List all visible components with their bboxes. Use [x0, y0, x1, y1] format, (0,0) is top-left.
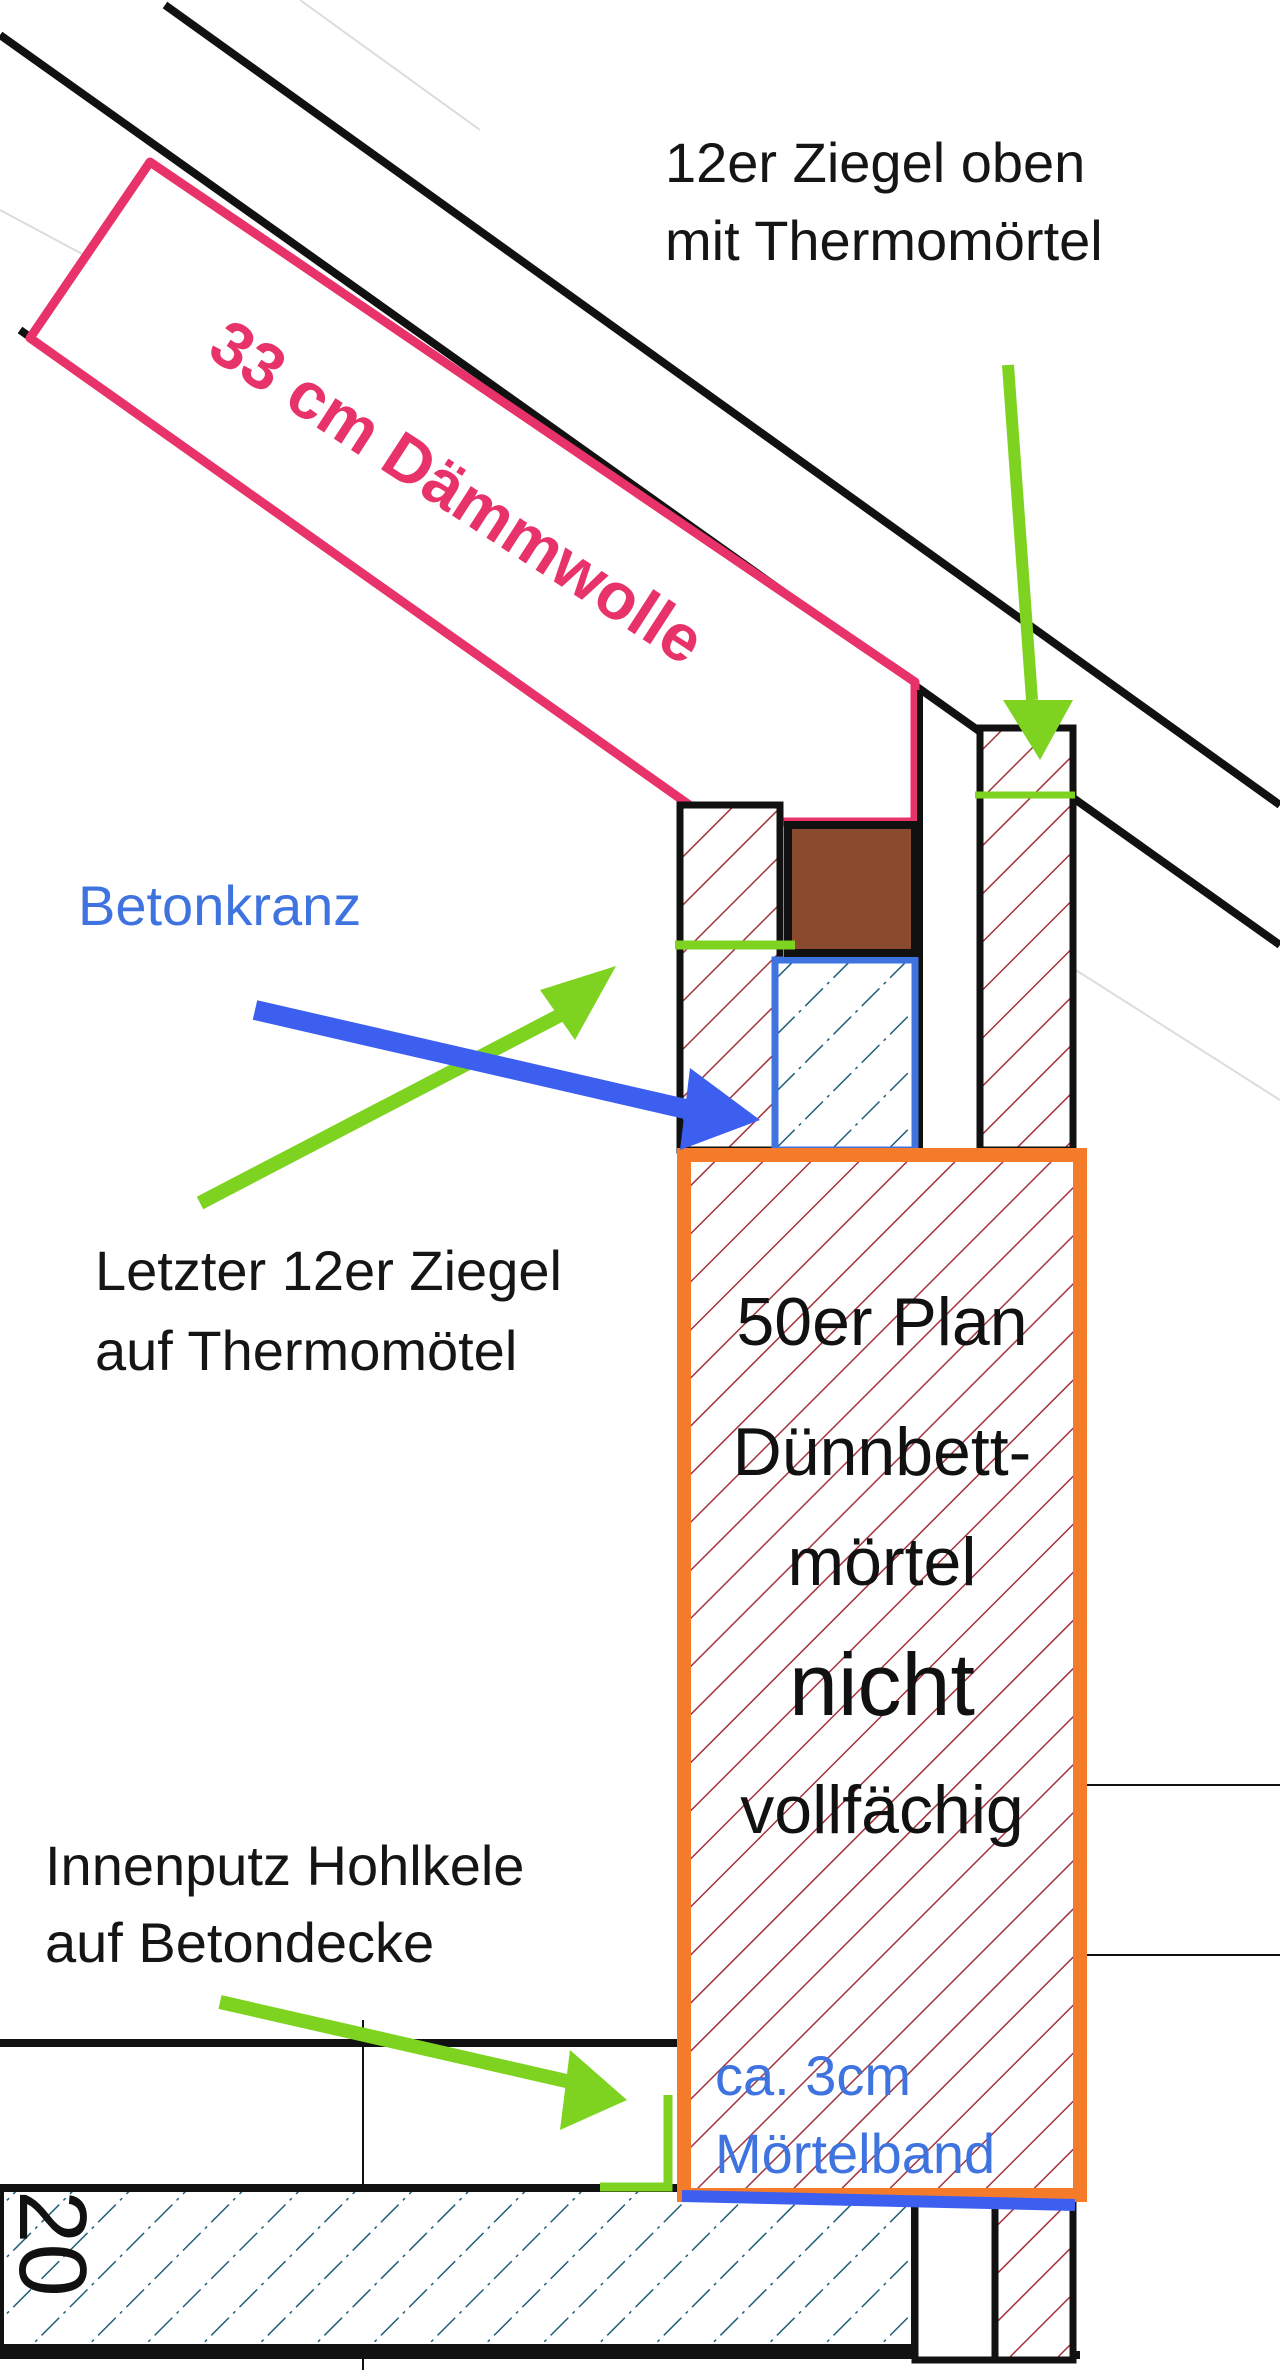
- lower-gap: [911, 2186, 999, 2364]
- plan-label-line2: Dünnbett-: [733, 1414, 1032, 1490]
- concrete-ring-label: Betonkranz: [78, 874, 361, 937]
- plan-label-line5: vollfächig: [740, 1772, 1024, 1848]
- arrow-concrete-ring: [252, 1000, 760, 1150]
- plaster-cove-mark: [600, 2095, 673, 2192]
- plaster-label-line2: auf Betondecke: [45, 1911, 434, 1974]
- concrete-ring: [771, 956, 919, 1154]
- plan-label-line4: nicht: [789, 1635, 975, 1734]
- arrow-last-brick: [196, 966, 616, 1210]
- arrow-top-brick: [1002, 364, 1073, 760]
- slab-thickness-mark: 20: [0, 2190, 106, 2297]
- concrete-slab: [0, 2184, 919, 2352]
- lower-outer-brick: [991, 2186, 1077, 2364]
- top-brick-label-line1: 12er Ziegel oben: [665, 131, 1085, 194]
- mortar-band-label-line2: Mörtelband: [715, 2122, 995, 2185]
- plan-label-line3: mörtel: [788, 1524, 977, 1600]
- top-brick-label-line2: mit Thermomörtel: [665, 209, 1103, 272]
- roof-lines: [0, 1, 1280, 949]
- wooden-wall-plate: [784, 821, 919, 957]
- arrow-plaster: [218, 1995, 627, 2130]
- plaster-label-line1: Innenputz Hohlkele: [45, 1834, 524, 1897]
- mortar-band: [681, 2190, 1076, 2211]
- mortar-band-label-line1: ca. 3cm: [715, 2044, 911, 2107]
- plan-label-line1: 50er Plan: [736, 1284, 1027, 1360]
- last-brick-label-line2: auf Thermomötel: [95, 1319, 517, 1382]
- last-brick-label-line1: Letzter 12er Ziegel: [95, 1239, 562, 1302]
- outer-top-brick-column: [976, 724, 1077, 1154]
